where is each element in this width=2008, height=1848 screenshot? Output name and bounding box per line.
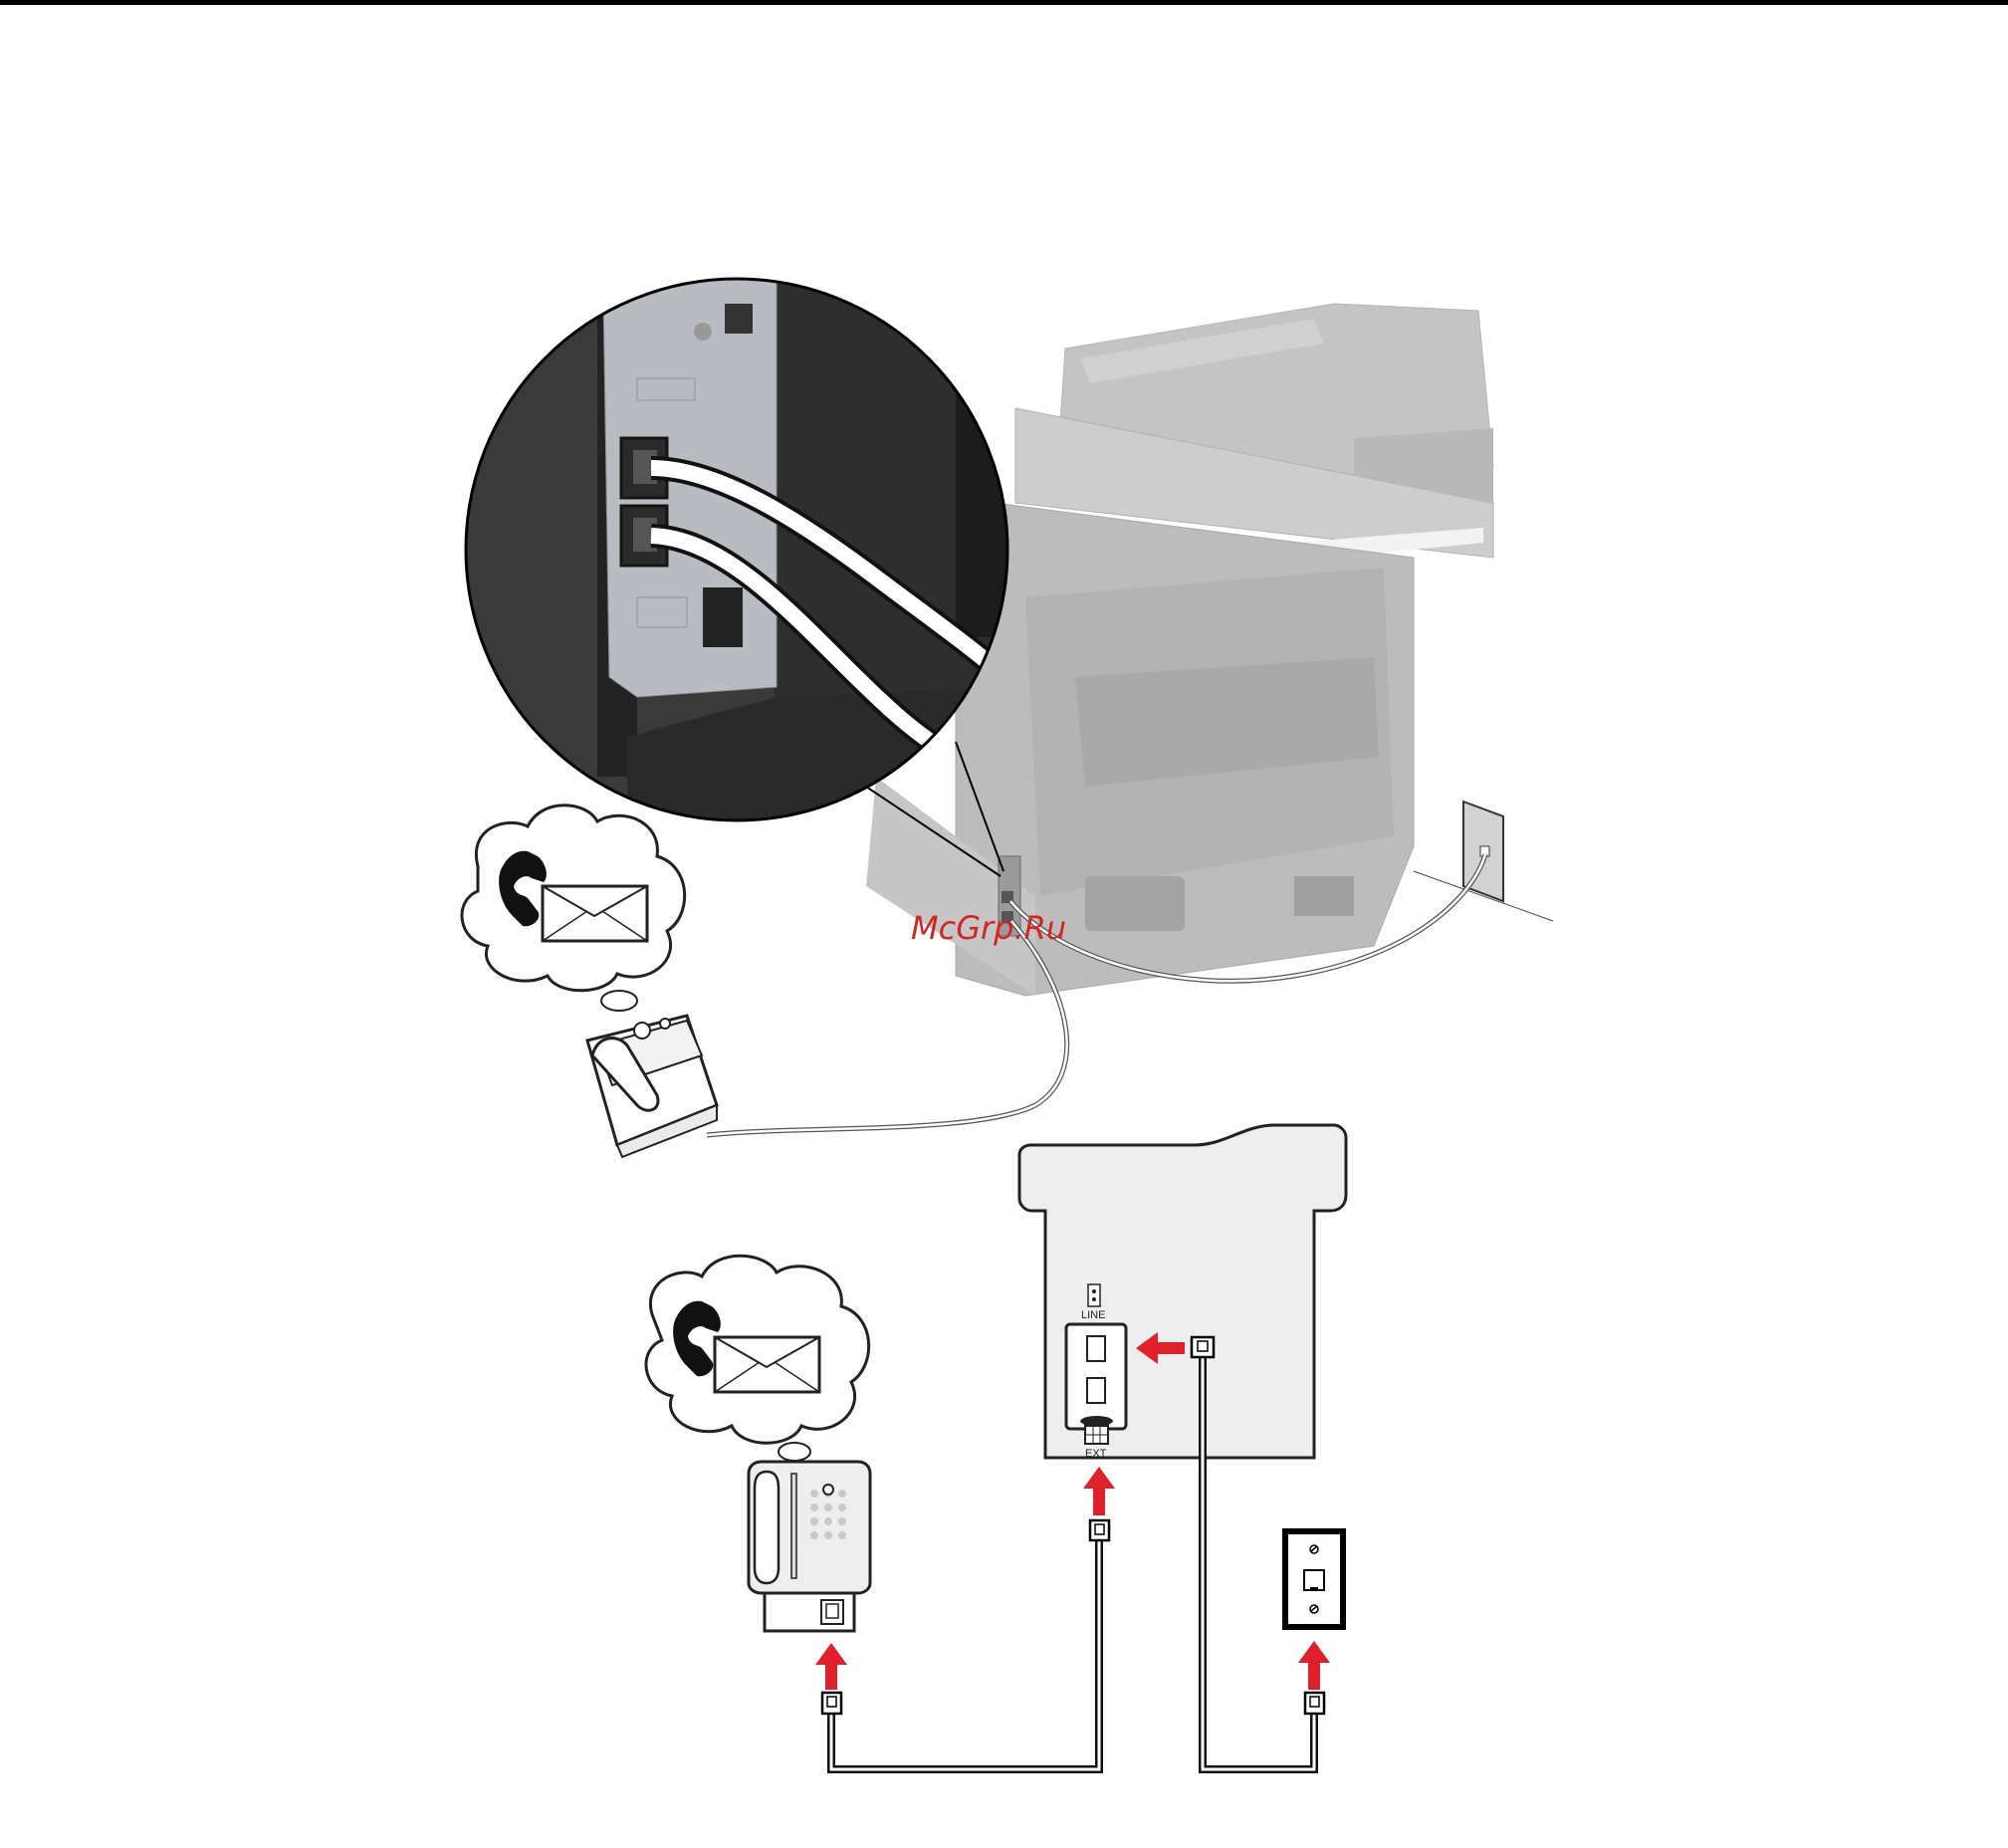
telephone-icon xyxy=(749,1462,870,1631)
rj11-plug-icon xyxy=(1192,1337,1214,1357)
phone-fax-thought-bubble-icon xyxy=(646,1256,869,1461)
wall-jack-icon xyxy=(1285,1531,1343,1627)
phone-fax-thought-bubble-icon xyxy=(462,806,685,1011)
ext-phone-icon xyxy=(1080,1416,1113,1444)
line-port-label: LINE xyxy=(1081,1309,1105,1321)
telephone-illustration xyxy=(587,1016,717,1157)
red-arrow-icon xyxy=(815,1643,847,1690)
rj11-plug-icon xyxy=(1305,1693,1324,1714)
rj11-plug-icon xyxy=(822,1693,841,1714)
watermark-text: McGrp.Ru xyxy=(911,909,1066,947)
red-arrow-icon xyxy=(1298,1641,1330,1690)
printer-diagram-icon: LINE EXT xyxy=(1019,1125,1346,1460)
rj11-plug-icon xyxy=(1090,1520,1109,1540)
zoom-detail-circle xyxy=(458,269,1015,826)
red-arrow-icon xyxy=(1083,1467,1115,1515)
ext-port-label: EXT xyxy=(1085,1448,1107,1460)
